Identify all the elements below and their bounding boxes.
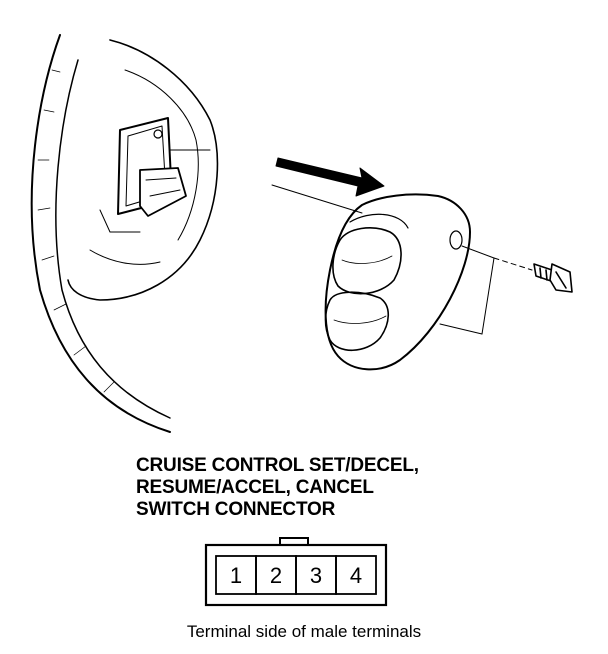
steering-wheel-rim-inner [55, 59, 171, 419]
connector-title-line-2: RESUME/ACCEL, CANCEL [136, 477, 374, 498]
switch-button-upper [332, 227, 402, 295]
switch-button-lower [324, 291, 390, 351]
connector-title: CRUISE CONTROL SET/DECEL, RESUME/ACCEL, … [136, 455, 419, 521]
connector-title-line-3: SWITCH CONNECTOR [136, 499, 336, 520]
switch-assembly-body [324, 193, 471, 371]
steering-pad-outline [67, 39, 219, 301]
connector-face-diagram: 1 2 3 4 [204, 537, 388, 607]
pin-label-1: 1 [230, 563, 242, 588]
pin-label-2: 2 [270, 563, 282, 588]
connector-title-line-1: CRUISE CONTROL SET/DECEL, [136, 455, 419, 476]
connector-pin-cells [215, 555, 377, 595]
pin-label-4: 4 [350, 563, 362, 588]
steering-wheel-rim-outer [30, 34, 171, 433]
harness-connector [139, 167, 187, 217]
rim-hatching [37, 69, 115, 393]
terminal-side-note: Terminal side of male terminals [186, 622, 422, 641]
mounting-bolt [533, 263, 573, 293]
pin-label-3: 3 [310, 563, 322, 588]
steering-wheel-switch-illustration [30, 34, 573, 433]
pin-cell-4 [335, 555, 377, 595]
removal-arrow [275, 157, 385, 197]
